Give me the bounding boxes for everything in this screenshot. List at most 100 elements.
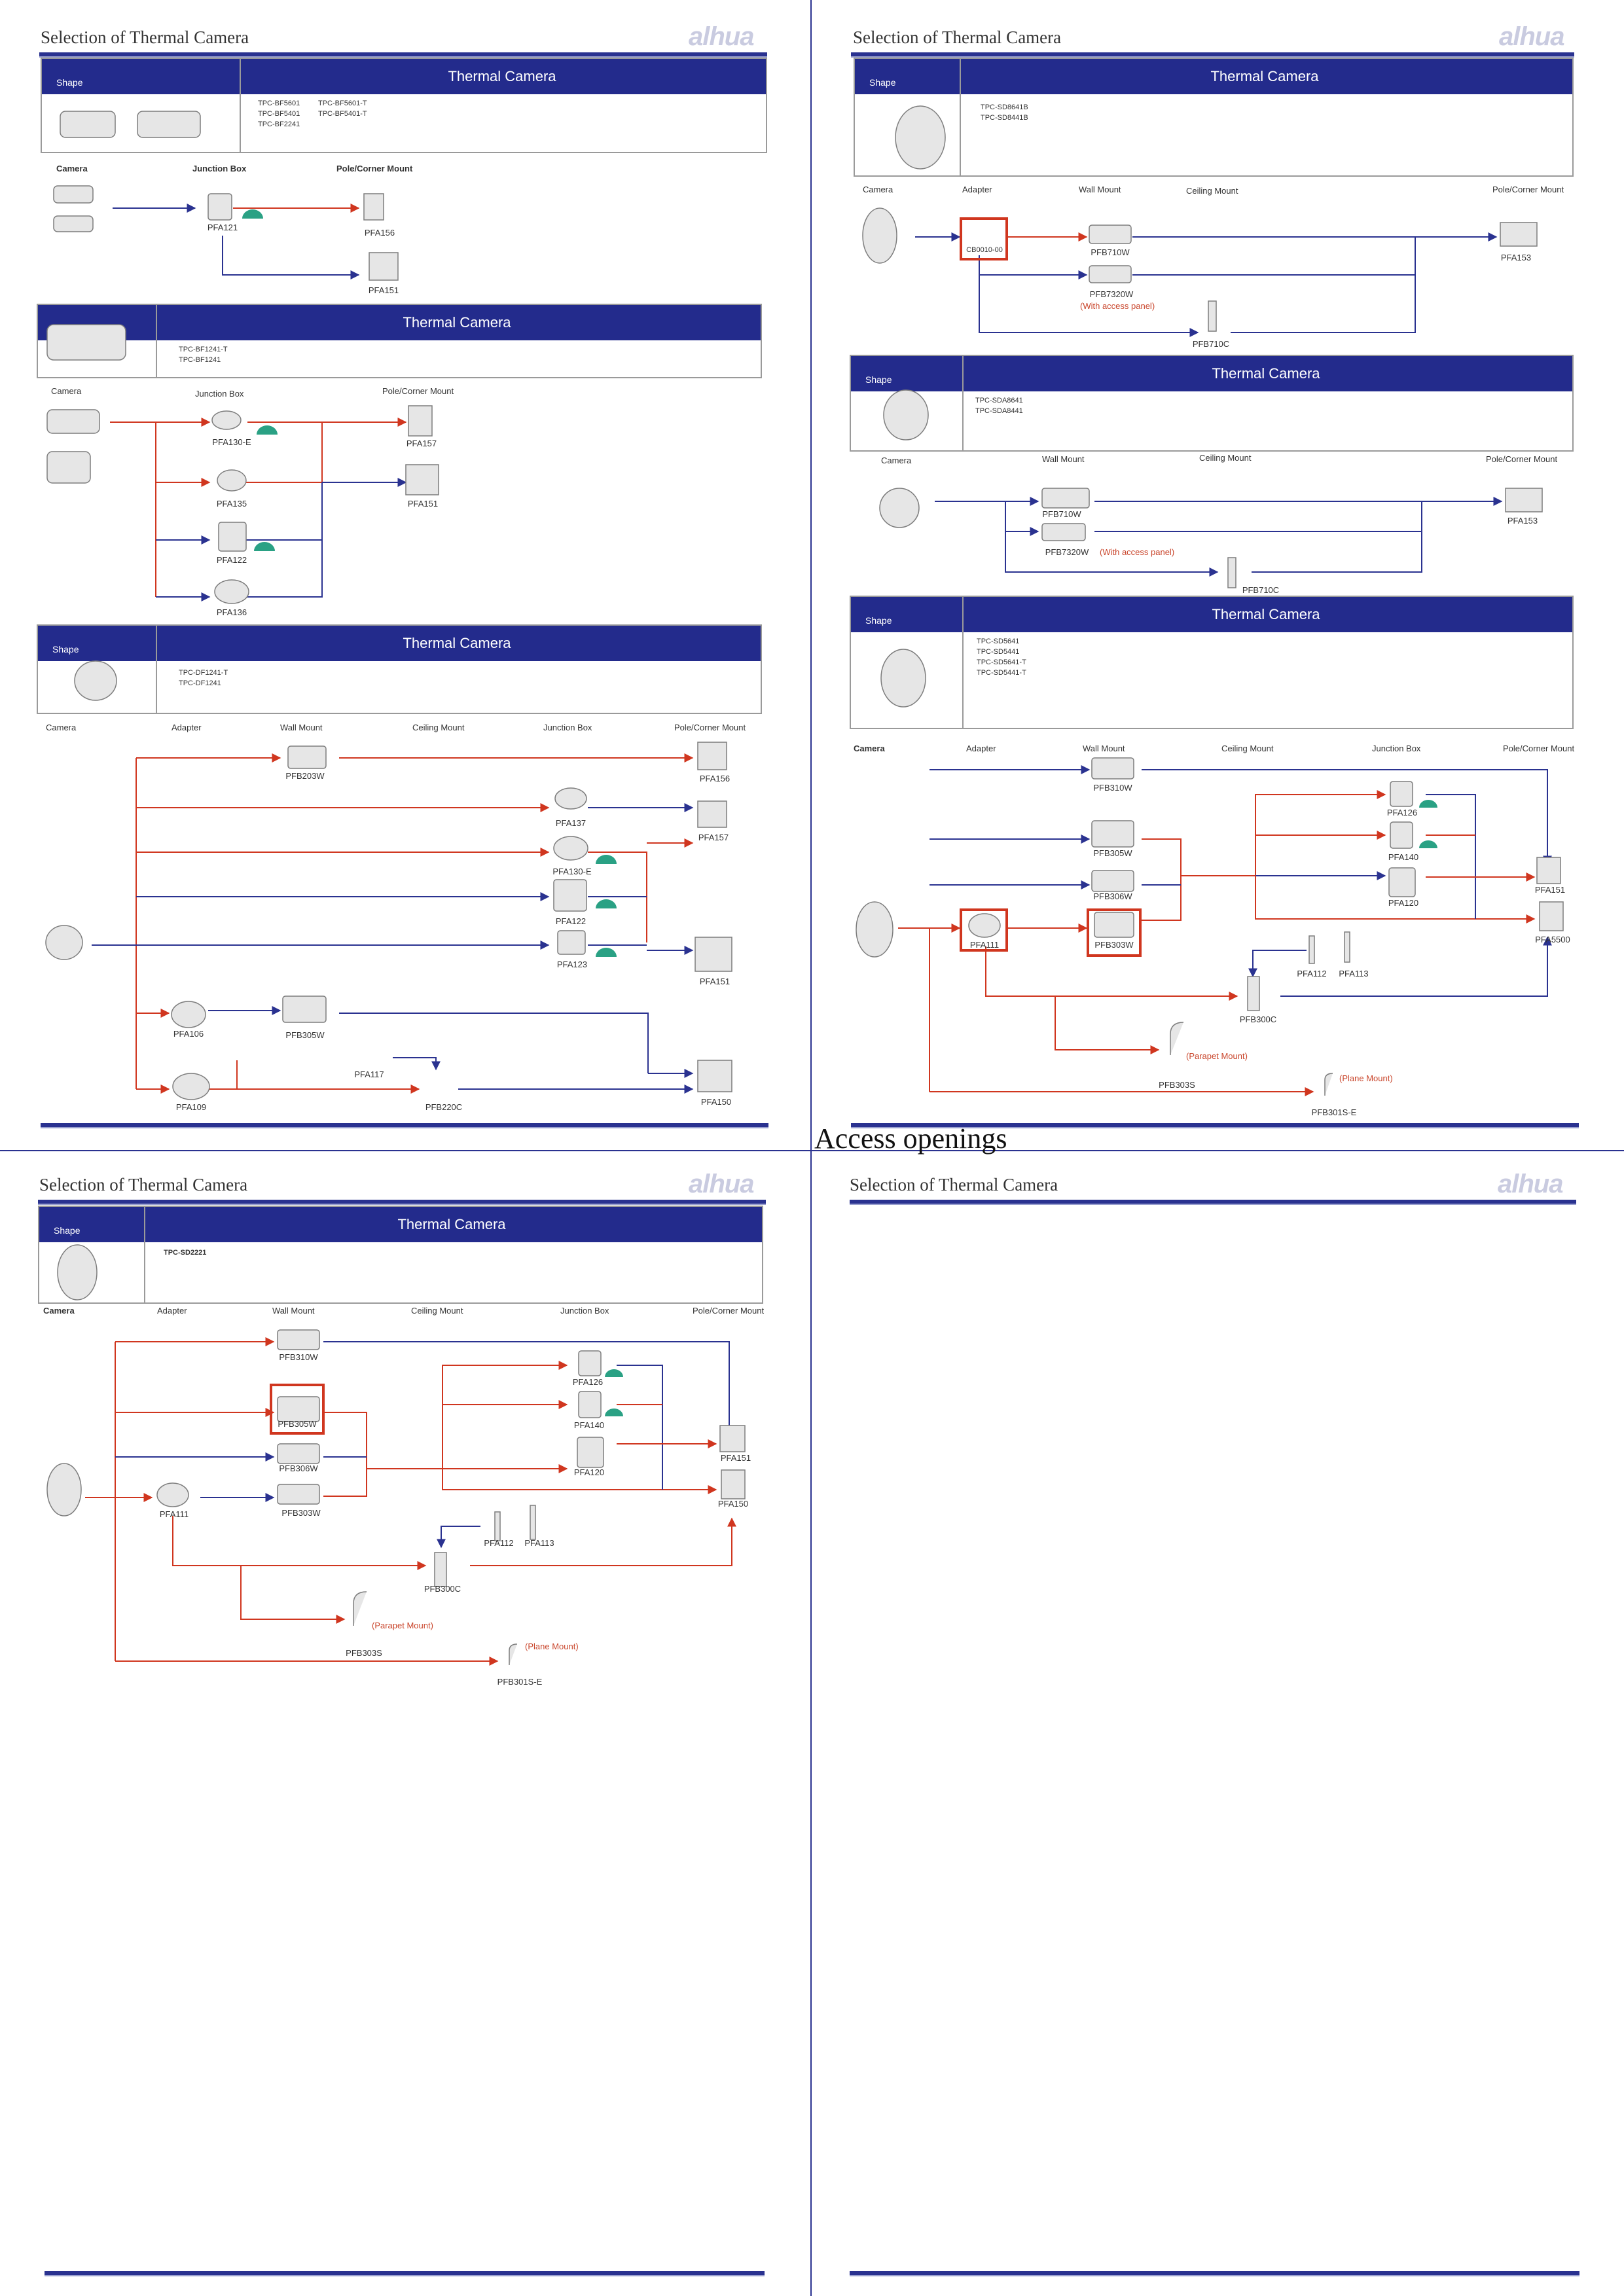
ptz-camera-icon bbox=[879, 488, 920, 528]
junction-box-icon bbox=[557, 930, 586, 955]
junction-box-icon bbox=[553, 836, 588, 861]
label-pfa150: PFA150 bbox=[700, 1097, 732, 1107]
junction-box-icon bbox=[578, 1391, 602, 1418]
note-parapet-mount: (Parapet Mount) bbox=[1186, 1051, 1248, 1061]
ptz-camera-icon bbox=[880, 649, 926, 708]
panel-bullet-2: Shape Thermal Camera TPC-BF1241-TTPC-BF1… bbox=[37, 304, 762, 378]
label-pfa112: PFA112 bbox=[484, 1538, 514, 1548]
label-pfb303s: PFB303S bbox=[1159, 1080, 1195, 1090]
label-pfb220c: PFB220C bbox=[425, 1102, 463, 1112]
umbrella-icon bbox=[605, 1408, 623, 1416]
model-list: TPC-SD2221 bbox=[164, 1249, 207, 1257]
col-head-ceiling-mount: Ceiling Mount bbox=[1221, 744, 1274, 753]
junction-box-icon bbox=[578, 1350, 602, 1376]
junction-box-icon bbox=[218, 522, 247, 552]
ptz-camera-icon bbox=[862, 207, 897, 264]
label-pfa151: PFA151 bbox=[1534, 885, 1566, 895]
label-pfa120: PFA120 bbox=[1388, 898, 1419, 908]
note-access-panel: (With access panel) bbox=[1100, 547, 1175, 557]
label-pfa157: PFA157 bbox=[698, 833, 729, 842]
label-pfa153: PFA153 bbox=[1507, 516, 1538, 526]
wall-mount-icon bbox=[287, 745, 327, 769]
label-pfa113: PFA113 bbox=[524, 1538, 554, 1548]
shape-label: Shape bbox=[865, 615, 892, 626]
page-title: Selection of Thermal Camera bbox=[853, 27, 1062, 47]
label-pfa111: PFA111 bbox=[159, 1509, 189, 1519]
parapet-mount-icon bbox=[1170, 1022, 1184, 1055]
ceiling-mount-icon bbox=[1247, 976, 1260, 1011]
wall-mount-icon bbox=[1091, 757, 1134, 780]
col-head-camera: Camera bbox=[854, 744, 885, 753]
label-pfa151: PFA151 bbox=[699, 977, 731, 986]
bullet-camera-icon bbox=[53, 215, 94, 232]
col-head-camera: Camera bbox=[51, 386, 82, 396]
label-pfb7320w: PFB7320W bbox=[1045, 547, 1089, 557]
col-head-wall-mount: Wall Mount bbox=[272, 1306, 315, 1316]
bullet-camera-icon bbox=[137, 111, 201, 138]
ptz-camera-icon bbox=[57, 1244, 98, 1300]
label-pfa130-e: PFA130-E bbox=[552, 867, 592, 876]
panel-title: Thermal Camera bbox=[153, 305, 761, 340]
label-pfa151: PFA151 bbox=[720, 1453, 751, 1463]
label-pfa123: PFA123 bbox=[556, 960, 588, 969]
label-pfb310w: PFB310W bbox=[279, 1352, 318, 1362]
label-pfa157: PFA157 bbox=[406, 439, 437, 448]
wall-mount-icon bbox=[1091, 820, 1134, 848]
umbrella-icon bbox=[1419, 840, 1437, 848]
junction-box-icon bbox=[217, 469, 247, 492]
ceiling-mount-icon bbox=[1308, 935, 1315, 964]
parapet-mount-icon bbox=[353, 1591, 367, 1626]
col-head-pole-mount: Pole/Corner Mount bbox=[1486, 454, 1558, 464]
umbrella-icon bbox=[242, 209, 263, 219]
label-cb0010-00: CB0010-00 bbox=[966, 246, 1003, 254]
page-title: Selection of Thermal Camera bbox=[850, 1175, 1058, 1194]
panel-ptz-4: Shape Thermal Camera TPC-SD2221 bbox=[38, 1206, 763, 1304]
junction-box-icon bbox=[577, 1437, 604, 1468]
label-pfa126: PFA126 bbox=[572, 1377, 604, 1387]
ptz-camera-icon bbox=[46, 1463, 82, 1516]
adapter-icon bbox=[968, 913, 1001, 938]
label-pfb300c: PFB300C bbox=[1239, 1014, 1277, 1024]
title-underline bbox=[850, 1200, 1576, 1205]
ceiling-mount-icon bbox=[554, 787, 587, 810]
pole-mount-icon bbox=[1539, 901, 1564, 931]
label-pfa137: PFA137 bbox=[555, 818, 586, 828]
ceiling-mount-icon bbox=[494, 1511, 501, 1541]
col-head-adapter: Adapter bbox=[157, 1306, 187, 1316]
label-pfa150: PFA150 bbox=[717, 1499, 749, 1509]
label-pfa122: PFA122 bbox=[555, 916, 586, 926]
panel-title: Thermal Camera bbox=[960, 356, 1572, 391]
title-underline bbox=[38, 1200, 766, 1205]
col-head-pole-mount: Pole/Corner Mount bbox=[674, 723, 746, 732]
label-pfa117: PFA117 bbox=[354, 1069, 384, 1079]
ceiling-mount-icon bbox=[1227, 557, 1236, 588]
wall-mount-icon bbox=[1089, 224, 1132, 244]
junction-box-icon bbox=[1388, 867, 1416, 897]
col-head-camera: Camera bbox=[43, 1306, 75, 1316]
section-heading: Access openings bbox=[814, 1122, 1007, 1155]
wall-mount-icon bbox=[1094, 912, 1134, 938]
label-pfb306w: PFB306W bbox=[279, 1463, 318, 1473]
label-pfa112: PFA112 bbox=[1297, 969, 1327, 978]
shape-label: Shape bbox=[52, 644, 79, 655]
footer-rule bbox=[41, 1123, 768, 1128]
label-pfa120: PFA120 bbox=[573, 1467, 605, 1477]
junction-box-icon bbox=[211, 410, 242, 430]
label-pfa130-e: PFA130-E bbox=[212, 437, 251, 447]
wall-mount-icon bbox=[282, 996, 327, 1023]
pole-mount-icon bbox=[697, 1060, 732, 1092]
brand-logo: alhua bbox=[1499, 22, 1564, 51]
pole-mount-icon bbox=[1505, 488, 1543, 512]
umbrella-icon bbox=[1419, 800, 1437, 808]
ptz-camera-icon bbox=[856, 901, 893, 958]
horizontal-divider bbox=[0, 1150, 1624, 1151]
panel-title: Thermal Camera bbox=[960, 597, 1572, 632]
panel-title: Thermal Camera bbox=[153, 626, 761, 661]
note-parapet-mount: (Parapet Mount) bbox=[372, 1621, 433, 1630]
col-head-ceiling-mount: Ceiling Mount bbox=[412, 723, 465, 732]
label-pfa135: PFA135 bbox=[216, 499, 247, 509]
